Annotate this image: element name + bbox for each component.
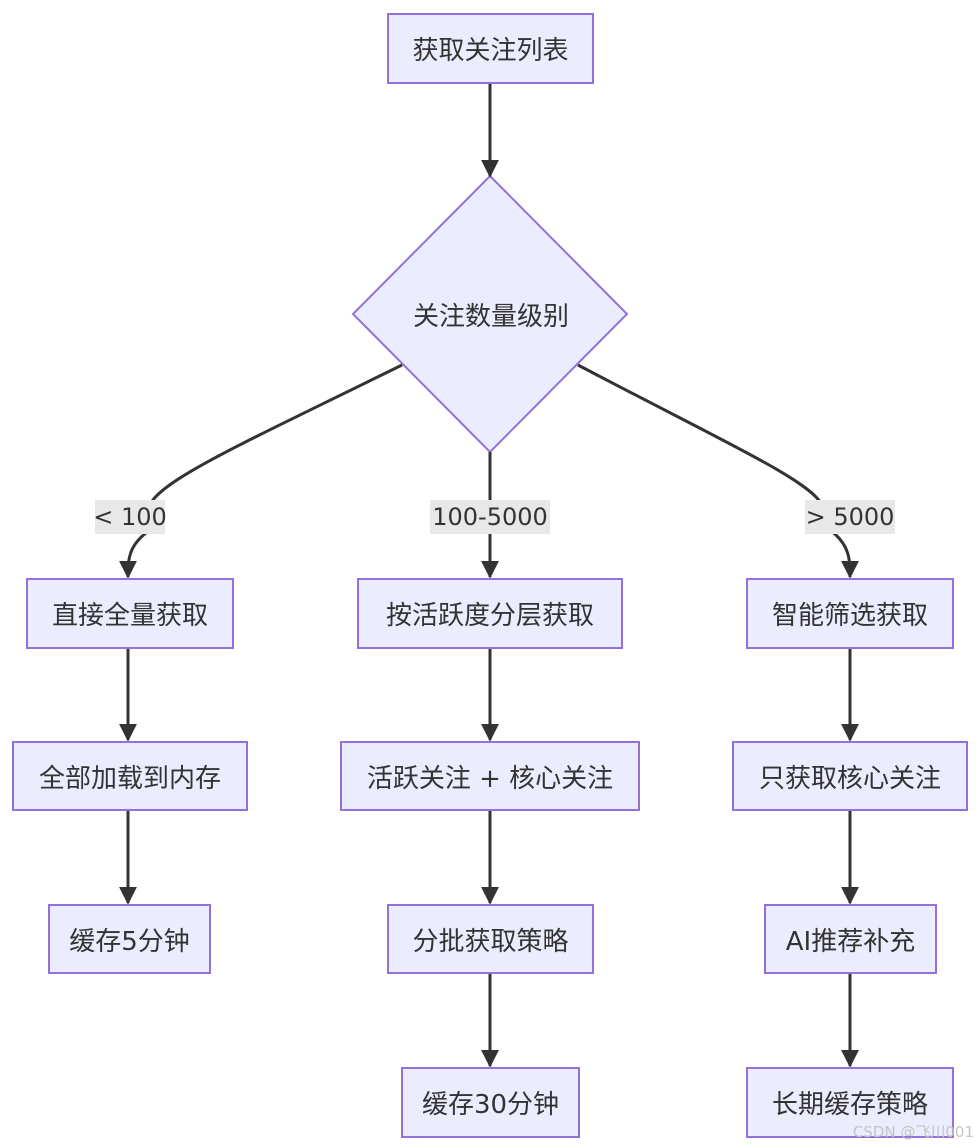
edge-diamond-to-left: [128, 363, 403, 577]
node-long-cache: 长期缓存策略: [746, 1067, 954, 1138]
node-batch-fetch: 分批获取策略: [387, 904, 594, 974]
node-follow-count-level: 关注数量级别: [412, 301, 569, 332]
edge-label-medium: 100-5000: [430, 500, 550, 534]
node-core-only: 只获取核心关注: [732, 741, 968, 811]
node-ai-recommend: AI推荐补充: [764, 904, 937, 974]
node-direct-full-fetch: 直接全量获取: [26, 578, 234, 649]
node-get-follow-list: 获取关注列表: [387, 13, 594, 84]
edge-diamond-to-right: [577, 363, 850, 577]
node-load-all-memory: 全部加载到内存: [12, 741, 248, 811]
node-cache-30min: 缓存30分钟: [401, 1067, 580, 1138]
watermark: CSDN @飞川001: [852, 1123, 974, 1141]
edge-label-small: < 100: [93, 500, 167, 534]
node-smart-filter: 智能筛选获取: [746, 578, 954, 649]
node-active-plus-core: 活跃关注 + 核心关注: [340, 741, 640, 811]
edge-label-large: > 5000: [805, 500, 895, 534]
node-tiered-by-activity: 按活跃度分层获取: [357, 578, 623, 649]
node-cache-5min: 缓存5分钟: [48, 904, 211, 974]
